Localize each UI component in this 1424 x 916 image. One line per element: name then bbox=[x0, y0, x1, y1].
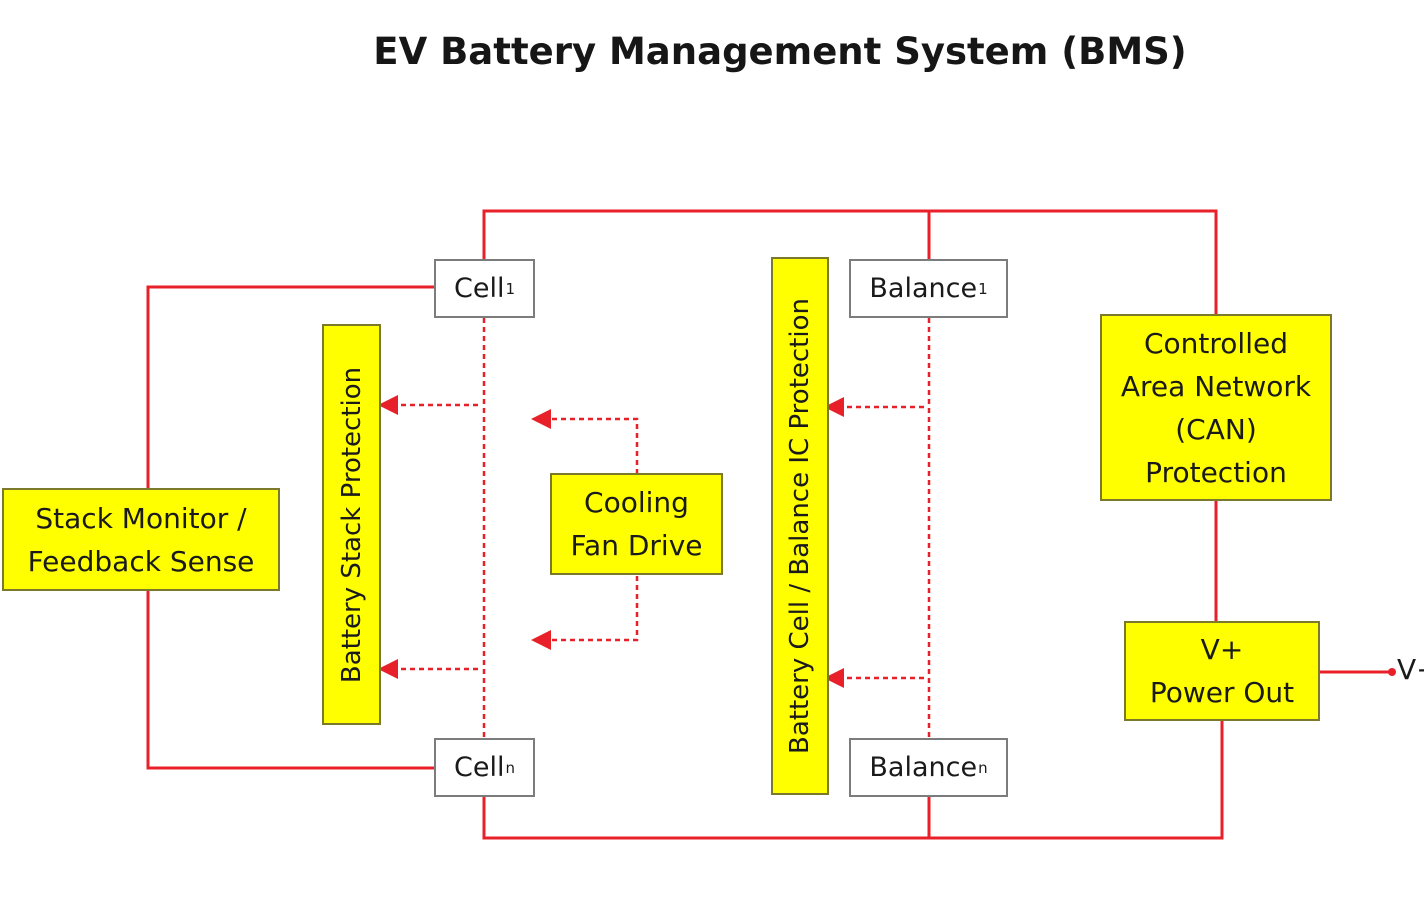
top-bus-wire bbox=[482, 209, 1218, 318]
output-terminal bbox=[1388, 668, 1396, 676]
monitor-bottom-wire bbox=[146, 590, 436, 770]
balance-1-sub: 1 bbox=[978, 279, 988, 298]
stack-protection-label: Battery Stack Protection bbox=[336, 366, 367, 683]
power-out-block: V+ Power Out bbox=[1124, 621, 1320, 721]
cell-balance-protection-block: Battery Cell / Balance IC Protection bbox=[771, 257, 829, 795]
cooling-fan-line1: Cooling bbox=[584, 486, 689, 519]
cell-1-label: Cell bbox=[453, 273, 505, 304]
can-line4: Protection bbox=[1145, 455, 1287, 489]
can-protection-block: Controlled Area Network (CAN) Protection bbox=[1100, 314, 1332, 501]
diagram-title: EV Battery Management System (BMS) bbox=[373, 30, 1187, 73]
balance-n-sub: n bbox=[978, 758, 988, 777]
can-line3: (CAN) bbox=[1175, 412, 1257, 446]
balance-n-label: Balance bbox=[869, 752, 978, 783]
fan-arrow-top bbox=[531, 409, 639, 474]
cell-balance-protection-label: Battery Cell / Balance IC Protection bbox=[785, 298, 815, 754]
stack-protection-block: Battery Stack Protection bbox=[322, 324, 381, 725]
cooling-fan-line2: Fan Drive bbox=[570, 529, 703, 562]
cell-1-sub: 1 bbox=[505, 279, 515, 298]
cell-n-label: Cell bbox=[454, 752, 505, 783]
can-line1: Controlled bbox=[1144, 326, 1288, 360]
cell-n-sub: n bbox=[505, 758, 515, 777]
cooling-fan-block: Cooling Fan Drive bbox=[550, 473, 723, 575]
can-line2: Area Network bbox=[1120, 369, 1312, 403]
output-label: V+ bbox=[1397, 653, 1424, 686]
stack-monitor-line2: Feedback Sense bbox=[27, 544, 255, 578]
power-out-line2: Power Out bbox=[1149, 676, 1295, 709]
power-out-line1: V+ bbox=[1200, 633, 1244, 666]
bottom-bus-wire bbox=[482, 720, 1224, 840]
stack-monitor-line1: Stack Monitor / bbox=[35, 501, 247, 535]
stack-monitor-block: Stack Monitor / Feedback Sense bbox=[2, 488, 280, 591]
monitor-top-wire bbox=[146, 285, 436, 490]
fan-arrow-bottom bbox=[531, 576, 639, 650]
balance-1-label: Balance bbox=[869, 273, 978, 304]
